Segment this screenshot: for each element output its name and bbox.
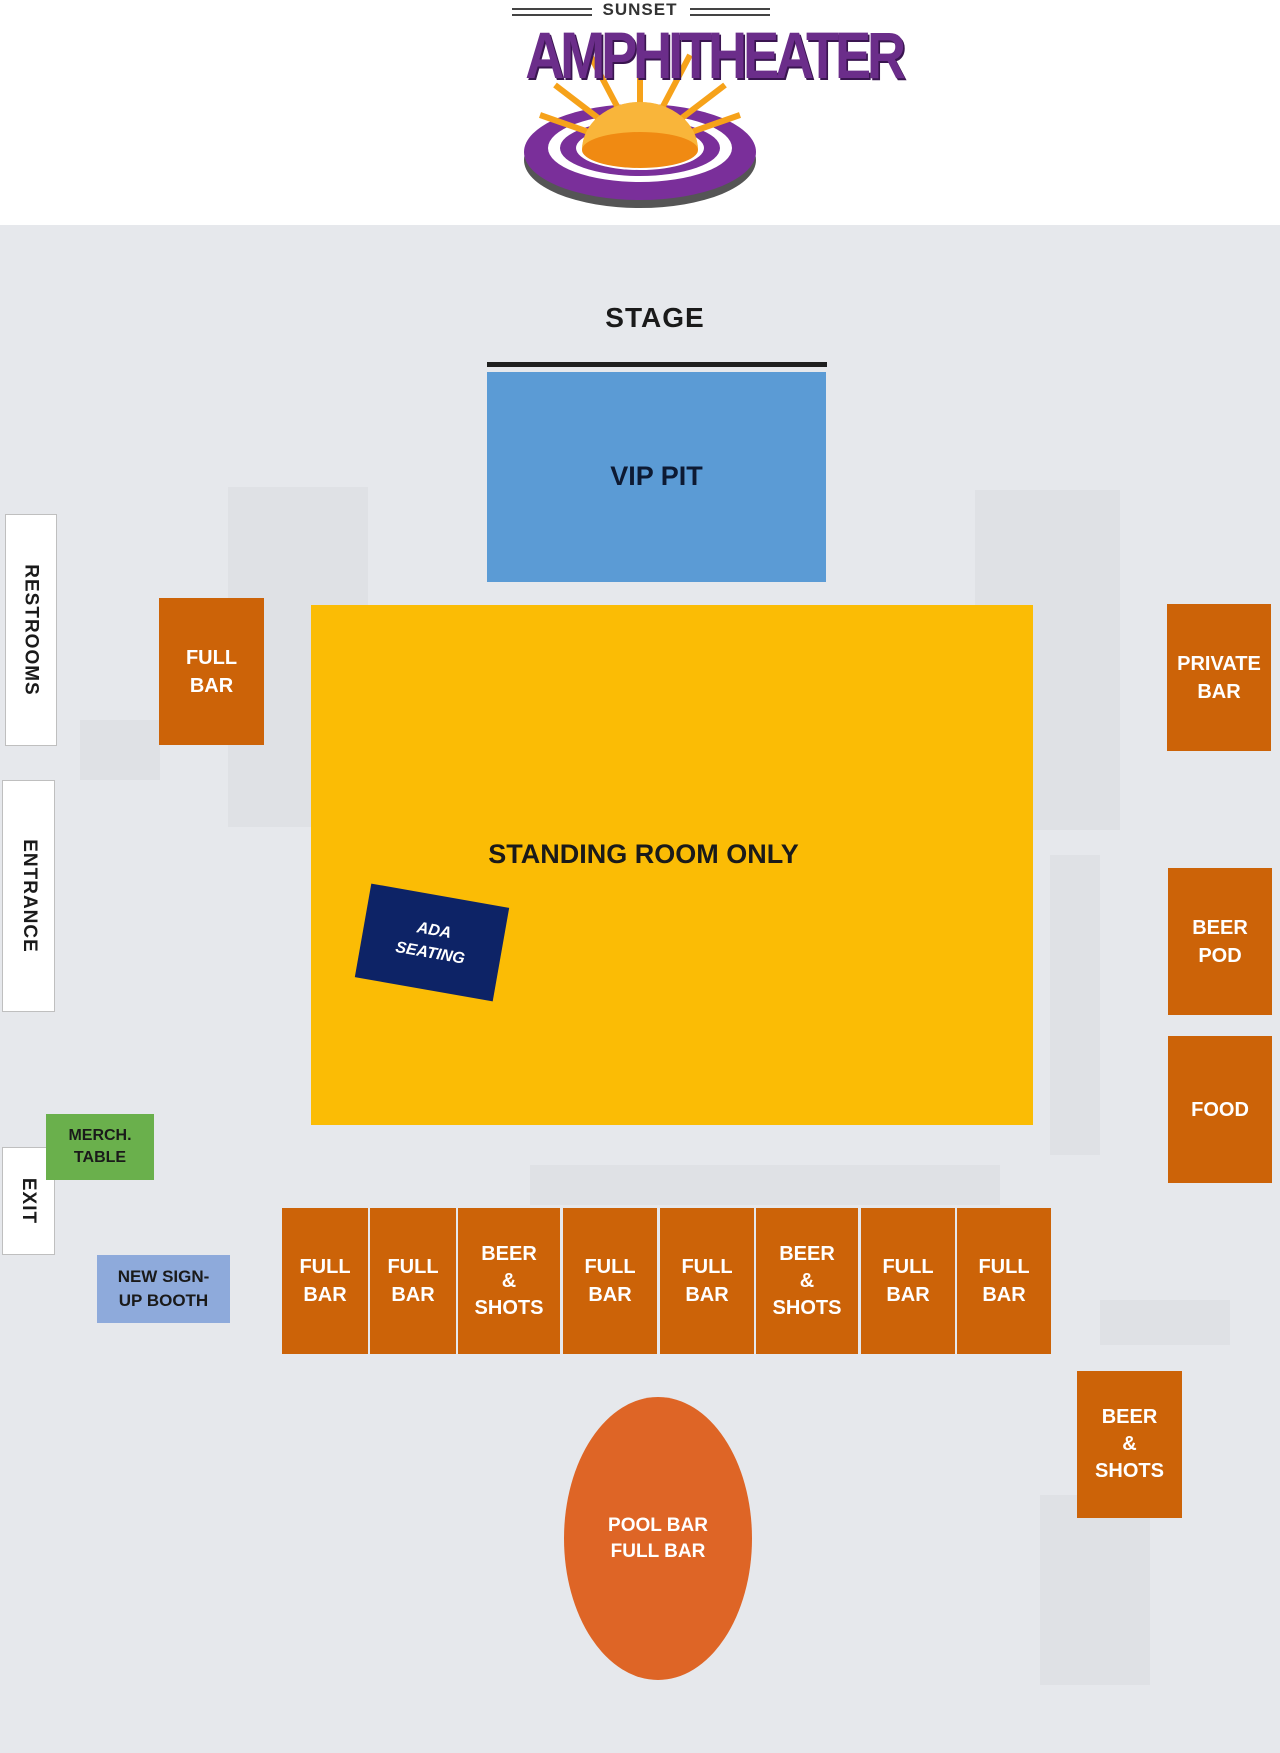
logo-main-text: AMPHITHEATER [525,18,906,92]
signup-booth-label: NEW SIGN- UP BOOTH [117,1267,210,1310]
bottom-bar-2[interactable]: FULL BAR [370,1208,456,1354]
ada-seating-label: ADA SEATING [394,919,467,968]
bottom-bar-6[interactable]: BEER & SHOTS [756,1208,858,1354]
pool-bar-label: POOL BAR FULL BAR [608,1514,708,1562]
bottom-bar-label: FULL BAR [387,1256,439,1306]
right-beer-shots-label: BEER & SHOTS [1095,1406,1164,1482]
merch-table-area[interactable]: MERCH. TABLE [46,1114,154,1180]
bottom-bar-label: BEER & SHOTS [772,1242,842,1319]
private-bar[interactable]: PRIVATE BAR [1167,604,1271,751]
standing-room-area[interactable]: STANDING ROOM ONLY [311,605,1033,1125]
bottom-bar-label: FULL BAR [584,1256,636,1306]
food-stand[interactable]: FOOD [1168,1036,1272,1183]
left-full-bar-label: FULL BAR [185,646,238,697]
restrooms-area[interactable]: RESTROOMS [5,514,57,746]
standing-room-label: STANDING ROOM ONLY [488,839,799,870]
restrooms-label: RESTROOMS [21,564,43,696]
bottom-bar-1[interactable]: FULL BAR [282,1208,368,1354]
left-full-bar[interactable]: FULL BAR [159,598,264,745]
vip-pit-area[interactable]: VIP PIT [487,372,826,582]
bottom-bar-label: FULL BAR [681,1256,733,1306]
entrance-label: ENTRANCE [18,839,40,953]
venue-logo: SUNSET AMPHITHEATER [500,0,906,215]
beer-pod[interactable]: BEER POD [1168,868,1272,1015]
beer-pod-label: BEER POD [1192,916,1248,967]
food-stand-label: FOOD [1191,1098,1249,1121]
merch-table-label: MERCH. TABLE [68,1126,132,1166]
bottom-bar-7[interactable]: FULL BAR [861,1208,955,1354]
stage-label: STAGE [605,302,705,334]
private-bar-label: PRIVATE BAR [1177,652,1261,703]
logo-sunset-text: SUNSET [602,0,678,19]
bottom-bar-label: FULL BAR [299,1256,351,1306]
bottom-bar-3[interactable]: BEER & SHOTS [458,1208,560,1354]
bottom-bar-5[interactable]: FULL BAR [660,1208,754,1354]
bottom-bar-label: FULL BAR [978,1256,1030,1306]
exit-label: EXIT [18,1177,40,1225]
bottom-bar-8[interactable]: FULL BAR [957,1208,1051,1354]
entrance-area[interactable]: ENTRANCE [2,780,55,1012]
pool-bar[interactable]: POOL BAR FULL BAR [564,1397,752,1680]
bottom-bar-4[interactable]: FULL BAR [563,1208,657,1354]
right-beer-shots[interactable]: BEER & SHOTS [1077,1371,1182,1518]
vip-pit-label: VIP PIT [610,461,703,492]
signup-booth-area[interactable]: NEW SIGN- UP BOOTH [97,1255,230,1323]
stage-line [487,362,827,367]
bottom-bar-label: BEER & SHOTS [474,1242,544,1319]
bottom-bar-label: FULL BAR [882,1256,934,1306]
logo-sun-emblem [524,40,756,208]
